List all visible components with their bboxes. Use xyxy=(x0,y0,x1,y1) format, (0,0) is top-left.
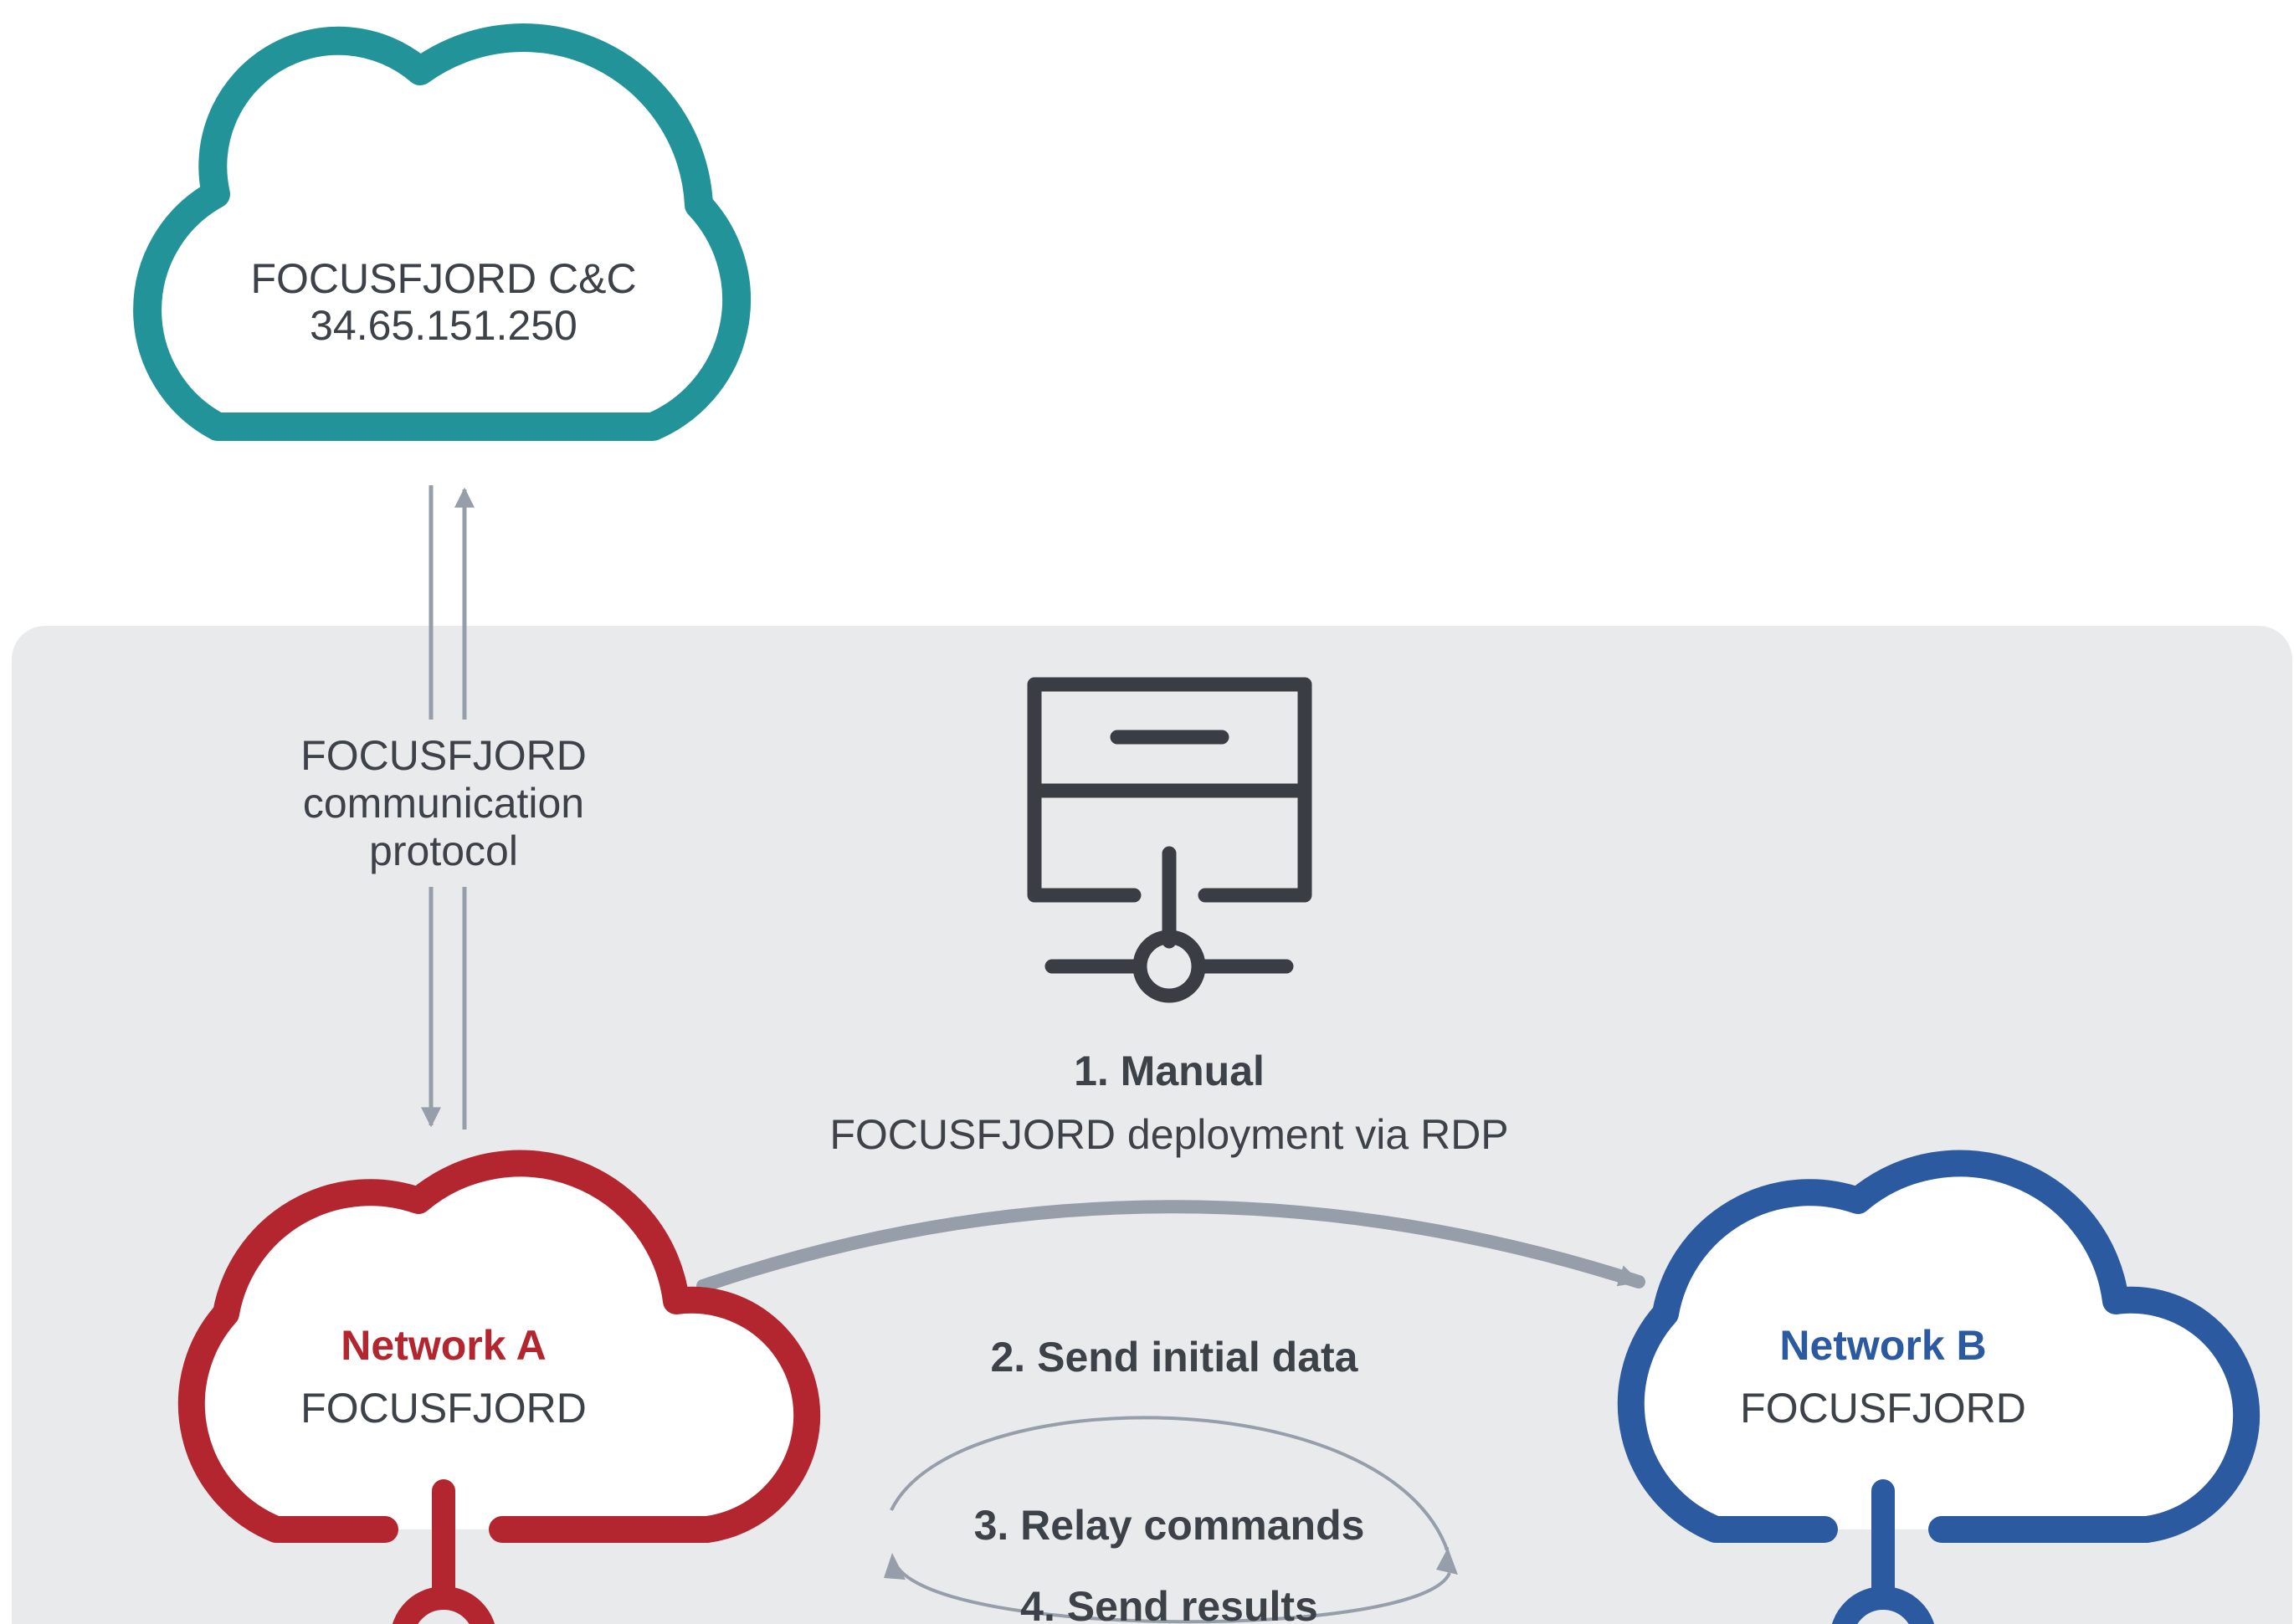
protocol-label-line3: protocol xyxy=(369,827,518,874)
relay-arrowhead-right xyxy=(1436,1548,1458,1575)
protocol-label-line2: communication xyxy=(303,780,584,827)
protocol-label-line1: FOCUSFJORD xyxy=(300,732,587,779)
step2-label: 2. Send initial data xyxy=(991,1334,1359,1381)
step1-title: 1. Manual xyxy=(1074,1048,1265,1094)
step3-label: 3. Relay commands xyxy=(974,1502,1365,1549)
network-b-cloud-icon xyxy=(1617,1150,2261,1543)
relay-arrowhead-left xyxy=(884,1553,906,1580)
network-a-malware: FOCUSFJORD xyxy=(300,1385,587,1432)
network-a-node-icon xyxy=(392,1586,495,1624)
relay-arrow-bottom xyxy=(892,1560,1451,1624)
network-a-cloud-icon xyxy=(177,1150,821,1543)
network-b-name: Network B xyxy=(1779,1322,1986,1369)
protocol-label-backdrop xyxy=(251,720,644,887)
network-b-node-icon xyxy=(1831,1586,1935,1624)
server-network-icon xyxy=(1027,677,1312,1003)
cc-cloud-icon xyxy=(133,23,752,441)
step1-subtitle: FOCUSFJORD deployment via RDP xyxy=(829,1111,1508,1158)
network-b-malware: FOCUSFJORD xyxy=(1740,1385,2026,1432)
network-a-name: Network A xyxy=(341,1322,546,1369)
cc-title: FOCUSFJORD C&C xyxy=(250,255,636,302)
cc-ip: 34.65.151.250 xyxy=(310,302,577,349)
step4-label: 4. Send results xyxy=(1020,1583,1318,1624)
relay-arrow-top xyxy=(890,1416,1450,1553)
deployment-arrow xyxy=(696,1200,1645,1293)
